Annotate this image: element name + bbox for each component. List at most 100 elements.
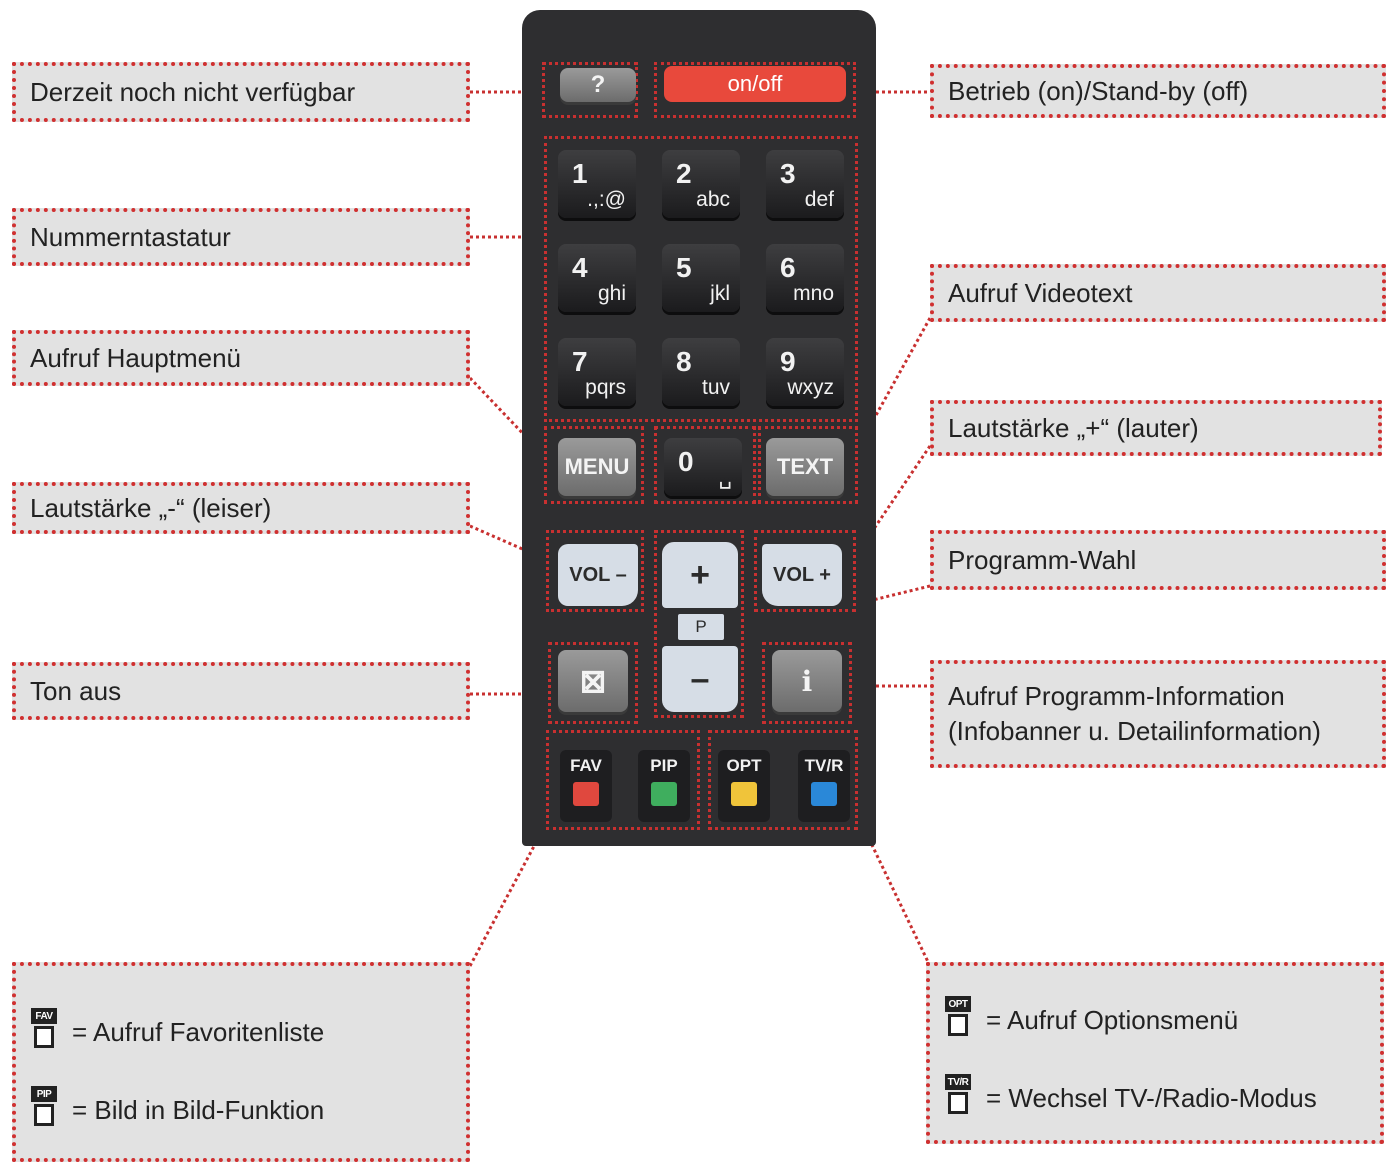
mute-button[interactable]: ⊠ bbox=[558, 650, 628, 712]
legend-opt-text: = Aufruf Optionsmenü bbox=[986, 1005, 1239, 1035]
numkey-letters: mno bbox=[793, 282, 834, 305]
label-info-line2: (Infobanner u. Detailinformation) bbox=[948, 716, 1321, 746]
highlight-numpad bbox=[544, 136, 858, 422]
opt-key-icon-label: OPT bbox=[945, 996, 971, 1012]
color-key-opt[interactable]: OPT bbox=[718, 750, 770, 822]
label-power: Betrieb (on)/Stand-by (off) bbox=[930, 64, 1386, 118]
label-volup: Lautstärke „+“ (lauter) bbox=[930, 400, 1382, 456]
program-down-button[interactable]: – bbox=[662, 646, 738, 712]
label-help: Derzeit noch nicht verfügbar bbox=[12, 62, 470, 122]
legend-pip-text: = Bild in Bild-Funktion bbox=[72, 1095, 325, 1125]
label-numpad: Nummerntastatur bbox=[12, 208, 470, 266]
color-key-label: FAV bbox=[570, 756, 602, 775]
highlight-voldown bbox=[546, 530, 644, 612]
highlight-help bbox=[542, 62, 638, 118]
numkey-letters: def bbox=[804, 188, 834, 211]
legend-row-tvr: TV/R = Wechsel TV-/Radio-Modus bbox=[944, 1074, 1317, 1114]
opt-key-icon: OPT bbox=[944, 996, 972, 1036]
numkey-number: 6 bbox=[780, 252, 796, 283]
label-mute: Ton aus bbox=[12, 662, 470, 720]
numkey-3[interactable]: 3 def bbox=[766, 150, 844, 218]
numkey-number: 1 bbox=[572, 158, 588, 189]
connector-volup bbox=[844, 445, 932, 571]
vol-plus-button[interactable]: VOL + bbox=[762, 544, 842, 606]
fav-key-icon: FAV bbox=[30, 1008, 58, 1048]
pip-key-icon: PIP bbox=[30, 1086, 58, 1126]
numkey-5[interactable]: 5 jkl bbox=[662, 244, 740, 312]
numkey-letters: jkl bbox=[710, 282, 730, 305]
label-info: Aufruf Programm-Information (Infobanner … bbox=[930, 660, 1386, 768]
color-key-label: PIP bbox=[650, 756, 678, 775]
vol-minus-button[interactable]: VOL – bbox=[558, 544, 638, 606]
color-key-swatch bbox=[651, 782, 677, 806]
highlight-volup bbox=[754, 530, 856, 612]
highlight-opt-tvr bbox=[708, 730, 858, 830]
numkey-letters: wxyz bbox=[787, 376, 834, 399]
numkey-letters: abc bbox=[696, 188, 730, 211]
highlight-menu bbox=[544, 426, 644, 504]
label-voldown: Lautstärke „-“ (leiser) bbox=[12, 482, 470, 534]
legend-row-pip: PIP = Bild in Bild-Funktion bbox=[30, 1086, 324, 1126]
color-key-fav[interactable]: FAV bbox=[560, 750, 612, 822]
tvr-key-icon: TV/R bbox=[944, 1074, 972, 1114]
color-key-swatch bbox=[811, 782, 837, 806]
legend-row-fav: FAV = Aufruf Favoritenliste bbox=[30, 1008, 324, 1048]
numkey-number: 8 bbox=[676, 346, 692, 377]
highlight-zero bbox=[654, 426, 756, 504]
text-button[interactable]: TEXT bbox=[766, 438, 844, 496]
color-key-label: OPT bbox=[726, 756, 762, 775]
color-key-swatch bbox=[731, 782, 757, 806]
color-key-label: TV/R bbox=[804, 756, 844, 775]
legend-fav-text: = Aufruf Favoritenliste bbox=[72, 1017, 325, 1047]
legend-left: FAV = Aufruf Favoritenliste PIP = Bild i… bbox=[12, 962, 470, 1162]
legend-tvr-text: = Wechsel TV-/Radio-Modus bbox=[986, 1083, 1317, 1113]
numkey-number: 7 bbox=[572, 346, 588, 377]
numkey-number: 2 bbox=[676, 158, 692, 189]
numkey-number: 9 bbox=[780, 346, 796, 377]
numkey-0-number: 0 bbox=[678, 446, 694, 477]
label-menu: Aufruf Hauptmenü bbox=[12, 330, 470, 386]
color-key-swatch bbox=[573, 782, 599, 806]
pip-key-icon-label: PIP bbox=[31, 1086, 57, 1102]
info-button[interactable]: i bbox=[772, 650, 842, 712]
mute-icon: ⊠ bbox=[579, 663, 607, 699]
info-icon: i bbox=[801, 664, 813, 698]
numkey-number: 3 bbox=[780, 158, 796, 189]
power-button[interactable]: on/off bbox=[664, 66, 846, 102]
numkey-number: 5 bbox=[676, 252, 692, 283]
menu-button[interactable]: MENU bbox=[558, 438, 636, 496]
help-button[interactable]: ? bbox=[560, 68, 636, 102]
color-key-tvr[interactable]: TV/R bbox=[798, 750, 850, 822]
numkey-letters: pqrs bbox=[585, 376, 626, 399]
numkey-0[interactable]: 0 ␣ bbox=[664, 438, 742, 496]
label-program: Programm-Wahl bbox=[930, 530, 1386, 590]
numkey-8[interactable]: 8 tuv bbox=[662, 338, 740, 406]
highlight-mute bbox=[548, 642, 638, 724]
highlight-program bbox=[654, 530, 744, 718]
numkey-0-space: ␣ bbox=[718, 466, 732, 489]
program-label: P bbox=[678, 614, 724, 640]
label-videotext: Aufruf Videotext bbox=[930, 264, 1386, 322]
legend-right: OPT = Aufruf Optionsmenü TV/R = Wechsel … bbox=[926, 962, 1384, 1144]
numkey-1[interactable]: 1.,:@ bbox=[558, 150, 636, 218]
color-key-pip[interactable]: PIP bbox=[638, 750, 690, 822]
highlight-info bbox=[762, 642, 852, 724]
highlight-fav-pip bbox=[546, 730, 700, 830]
numkey-4[interactable]: 4 ghi bbox=[558, 244, 636, 312]
program-up-button[interactable]: + bbox=[662, 542, 738, 608]
numkey-letters: ghi bbox=[597, 282, 626, 305]
tvr-key-icon-label: TV/R bbox=[945, 1074, 971, 1090]
numkey-number: 4 bbox=[572, 252, 588, 283]
legend-row-opt: OPT = Aufruf Optionsmenü bbox=[944, 996, 1238, 1036]
highlight-text bbox=[758, 426, 858, 504]
fav-key-icon-label: FAV bbox=[31, 1008, 57, 1024]
highlight-power bbox=[654, 62, 856, 118]
label-info-line1: Aufruf Programm-Information bbox=[948, 681, 1285, 711]
numkey-letters: tuv bbox=[701, 376, 730, 399]
numkey-letters: .,:@ bbox=[587, 188, 626, 211]
